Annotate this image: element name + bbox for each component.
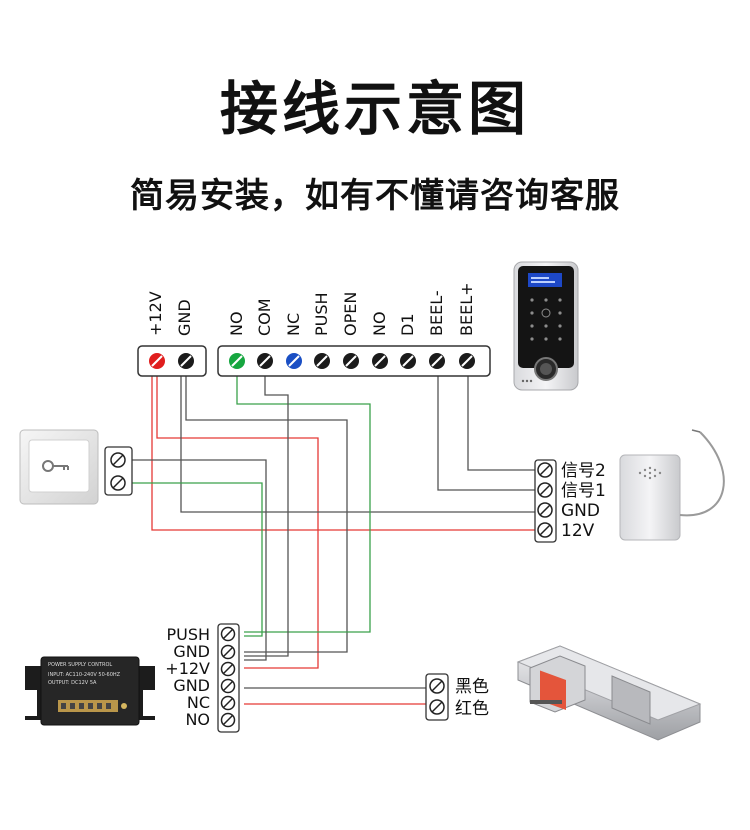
- screw-terminal: [429, 678, 445, 694]
- key-icon: [42, 460, 69, 472]
- keypad-reader-icon: [513, 261, 579, 391]
- page-subtitle: 简易安装，如有不懂请咨询客服: [130, 176, 620, 216]
- screw-terminal: [220, 661, 236, 677]
- doorbell-icon: [619, 429, 725, 541]
- screw-terminal-d1: [400, 353, 416, 369]
- doorbell-terminal-block: [534, 459, 557, 543]
- screw-terminal-nc: [286, 353, 302, 369]
- psu-text-line3: OUTPUT: DC12V 5A: [48, 680, 97, 686]
- terminal-label-no-2: NO: [370, 311, 389, 336]
- psu-label-no: NO: [185, 710, 210, 729]
- screw-terminal-red: [149, 353, 165, 369]
- screw-terminal: [537, 522, 553, 538]
- electric-strike-lock-icon: [516, 645, 702, 741]
- page-title: 接线示意图: [219, 75, 530, 143]
- terminal-label-12v: +12V: [146, 291, 165, 336]
- doorbell-label-12v: 12V: [561, 521, 595, 541]
- screw-terminal: [220, 626, 236, 642]
- power-supply-icon: POWER SUPPLY CONTROL INPUT: AC110-240V 5…: [25, 656, 155, 726]
- wire-black-gnd-psu: [185, 362, 348, 653]
- wire-green-no-push: [236, 362, 371, 633]
- psu-text-line2: INPUT: AC110-240V 50-60HZ: [48, 672, 121, 678]
- lock-label-red: 红色: [455, 699, 489, 719]
- lock-label-black: 黑色: [455, 677, 489, 697]
- wire-black-beel-minus: [437, 362, 537, 491]
- psu-label-push: PUSH: [166, 625, 210, 644]
- screw-terminal-push: [314, 353, 330, 369]
- terminal-label-push: PUSH: [312, 292, 331, 336]
- doorbell-label-signal1: 信号1: [561, 481, 606, 501]
- psu-label-nc: NC: [187, 693, 210, 712]
- screw-terminal: [110, 475, 126, 491]
- screw-terminal: [537, 502, 553, 518]
- screw-terminal-beel-minus: [429, 353, 445, 369]
- wire-black-com-gnd: [244, 362, 289, 657]
- wire-green-exit-button: [132, 482, 263, 637]
- screw-terminal: [220, 678, 236, 694]
- terminal-label-beel-plus: BEEL+: [457, 282, 476, 336]
- psu-label-gnd: GND: [173, 642, 210, 661]
- wires: [132, 362, 537, 705]
- screw-terminal: [220, 712, 236, 728]
- screw-terminal: [220, 644, 236, 660]
- psu-text-line1: POWER SUPPLY CONTROL: [48, 662, 112, 668]
- screw-terminal: [110, 452, 126, 468]
- wire-black-gnd-doorbell: [180, 362, 537, 513]
- terminal-label-no: NO: [227, 311, 246, 336]
- controller-terminal-block: NO COM NC PUSH OPEN NO D1 BEEL- BEEL+: [217, 282, 491, 377]
- terminal-label-com: COM: [255, 298, 274, 336]
- terminal-label-nc: NC: [284, 313, 303, 336]
- screw-terminal-no: [229, 353, 245, 369]
- wire-black-beel-plus: [467, 362, 537, 471]
- screw-terminal: [220, 695, 236, 711]
- screw-terminal: [429, 699, 445, 715]
- screw-terminal-open: [343, 353, 359, 369]
- screw-terminal-com: [257, 353, 273, 369]
- terminal-label-open: OPEN: [341, 292, 360, 336]
- psu-label-gnd-2: GND: [173, 676, 210, 695]
- terminal-label-beel-minus: BEEL-: [427, 290, 446, 336]
- screw-terminal-no-2: [372, 353, 388, 369]
- screw-terminal: [537, 482, 553, 498]
- wire-red-12v-psu: [156, 362, 319, 669]
- terminal-label-d1: D1: [398, 314, 417, 337]
- psu-label-12v: +12V: [165, 659, 210, 678]
- lock-terminal-block: [425, 673, 449, 721]
- power-terminal-block: +12V GND: [137, 291, 207, 377]
- screw-terminal-beel-plus: [459, 353, 475, 369]
- wire-red-12v-doorbell: [151, 362, 537, 531]
- exit-button-terminal-block: [104, 446, 133, 496]
- terminal-label-gnd: GND: [175, 299, 194, 336]
- psu-terminal-block: [217, 623, 240, 733]
- doorbell-label-gnd: GND: [561, 501, 600, 521]
- screw-terminal: [537, 462, 553, 478]
- exit-button-icon: [19, 429, 99, 505]
- doorbell-label-signal2: 信号2: [561, 461, 606, 481]
- wire-black-exit-button: [132, 459, 267, 661]
- screw-terminal-black: [178, 353, 194, 369]
